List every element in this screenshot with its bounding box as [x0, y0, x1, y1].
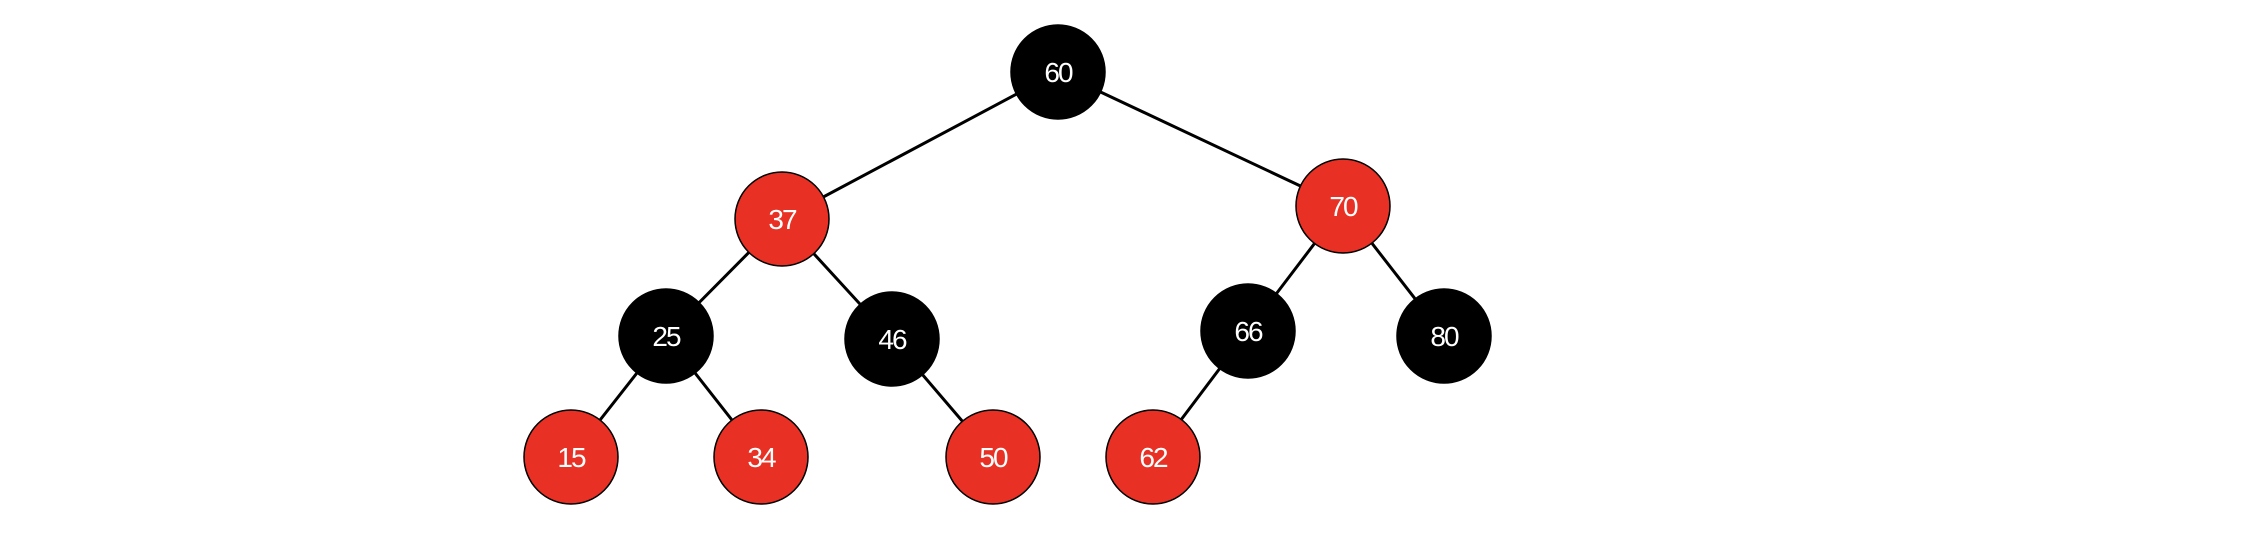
tree-node-70: 70 [1295, 158, 1391, 254]
node-value-label: 60 [1044, 57, 1073, 88]
node-circle-black [1010, 24, 1106, 120]
tree-node-46: 46 [844, 291, 940, 387]
node-value-label: 37 [768, 204, 797, 235]
tree-node-15: 15 [523, 409, 619, 505]
node-circle-black [1396, 288, 1492, 384]
node-value-label: 62 [1139, 442, 1168, 473]
tree-nodes: 60 37 70 25 46 66 80 15 34 50 62 [523, 24, 1492, 505]
tree-node-80: 80 [1396, 288, 1492, 384]
node-circle-black [844, 291, 940, 387]
edge-n60-n37 [781, 70, 1059, 221]
node-value-label: 15 [557, 442, 586, 473]
tree-node-62: 62 [1105, 409, 1201, 505]
node-circle-red [734, 171, 830, 267]
tree-node-37: 37 [734, 171, 830, 267]
node-circle-red [1105, 409, 1201, 505]
tree-node-34: 34 [713, 409, 809, 505]
tree-node-25: 25 [618, 288, 714, 384]
tree-node-50: 50 [945, 409, 1041, 505]
tree-node-66: 66 [1200, 283, 1296, 379]
node-circle-red [1295, 158, 1391, 254]
node-circle-black [618, 288, 714, 384]
node-value-label: 34 [747, 442, 776, 473]
node-value-label: 80 [1430, 321, 1459, 352]
tree-node-60: 60 [1010, 24, 1106, 120]
node-value-label: 70 [1329, 191, 1358, 222]
node-circle-red [713, 409, 809, 505]
tree-edges [569, 70, 1446, 458]
node-value-label: 66 [1234, 316, 1263, 347]
edge-n60-n70 [1057, 70, 1344, 208]
node-circle-red [945, 409, 1041, 505]
node-circle-black [1200, 283, 1296, 379]
node-value-label: 50 [979, 442, 1008, 473]
node-value-label: 46 [878, 324, 907, 355]
node-circle-red [523, 409, 619, 505]
node-value-label: 25 [652, 321, 681, 352]
